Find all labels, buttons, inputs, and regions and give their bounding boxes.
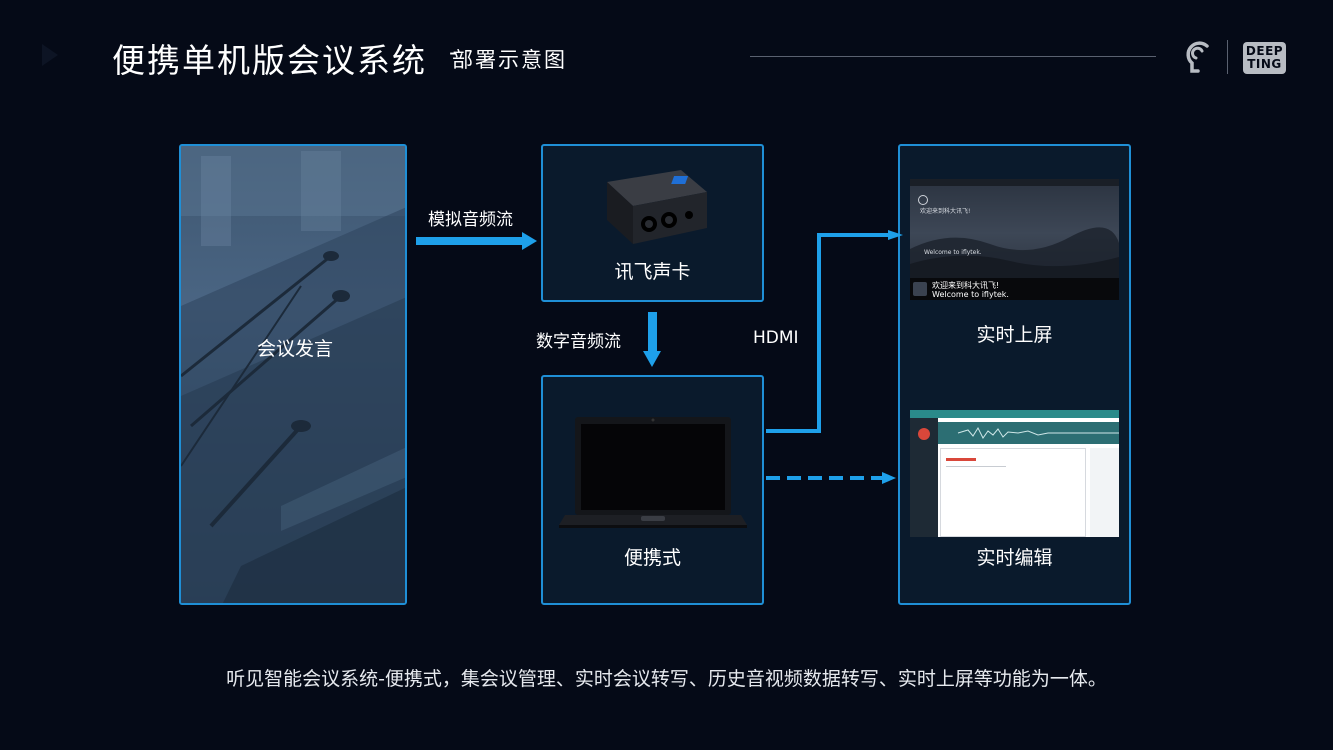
logo-text-top: DEEP bbox=[1245, 44, 1284, 58]
page-title: 便携单机版会议系统 bbox=[112, 41, 427, 80]
hdmi-arrow bbox=[766, 230, 903, 433]
digital-arrow bbox=[643, 312, 661, 367]
subtitle-avatar bbox=[913, 282, 927, 296]
analog-arrow bbox=[416, 232, 537, 250]
sound-card-panel: 讯飞声卡 bbox=[541, 144, 764, 302]
subtitle-en: Welcome to iflytek. bbox=[932, 290, 1009, 299]
header-divider bbox=[750, 56, 1156, 57]
live-screen-mockup: 欢迎来到科大讯飞! Welcome to iflytek. 欢迎来到科大讯飞! … bbox=[910, 179, 1119, 300]
ear-logo-icon bbox=[1183, 38, 1215, 80]
page-subtitle: 部署示意图 bbox=[452, 48, 567, 72]
laptop-panel: 便携式 bbox=[541, 375, 764, 605]
screen-mid-text: Welcome to iflytek. bbox=[924, 249, 982, 256]
sound-card-device-icon bbox=[607, 170, 707, 244]
text-line bbox=[946, 466, 1006, 467]
subtitle-cn: 欢迎来到科大讯飞! bbox=[932, 281, 1000, 290]
live-screen-label: 实时上屏 bbox=[976, 324, 1053, 346]
editor-toolbar bbox=[910, 410, 1119, 418]
sound-card-label: 讯飞声卡 bbox=[614, 261, 691, 283]
edit-screen-label: 实时编辑 bbox=[976, 547, 1053, 569]
transcript-editor bbox=[940, 448, 1086, 537]
corner-mark-icon bbox=[36, 40, 66, 74]
laptop-device-icon bbox=[559, 417, 747, 528]
mountain-background bbox=[910, 227, 1119, 279]
record-button-icon bbox=[918, 428, 930, 440]
screen-top-text: 欢迎来到科大讯飞! bbox=[920, 208, 971, 215]
editor-right-pane bbox=[1090, 448, 1119, 537]
app-logo-icon bbox=[918, 195, 928, 205]
meeting-room-photo bbox=[181, 146, 405, 603]
highlight-line bbox=[946, 458, 976, 461]
digital-stream-label: 数字音频流 bbox=[536, 332, 621, 352]
footer-description: 听见智能会议系统-便携式，集会议管理、实时会议转写、历史音视频数据转写、实时上屏… bbox=[226, 668, 1107, 690]
laptop-label: 便携式 bbox=[623, 547, 681, 569]
logo-text-bottom: TING bbox=[1247, 57, 1282, 71]
logo-divider bbox=[1227, 40, 1228, 74]
edit-dashed-arrow bbox=[766, 472, 896, 484]
deepting-logo: DEEP TING bbox=[1243, 42, 1286, 74]
hdmi-label: HDMI bbox=[753, 328, 799, 348]
subtitle-bar bbox=[910, 278, 1119, 300]
waveform-strip bbox=[938, 422, 1119, 444]
speech-panel: 会议发言 bbox=[179, 144, 407, 605]
edit-screen-mockup bbox=[910, 410, 1119, 537]
analog-stream-label: 模拟音频流 bbox=[428, 210, 513, 230]
title-separator: - bbox=[449, 38, 458, 66]
window-titlebar bbox=[910, 179, 1119, 186]
speech-label: 会议发言 bbox=[256, 338, 333, 360]
